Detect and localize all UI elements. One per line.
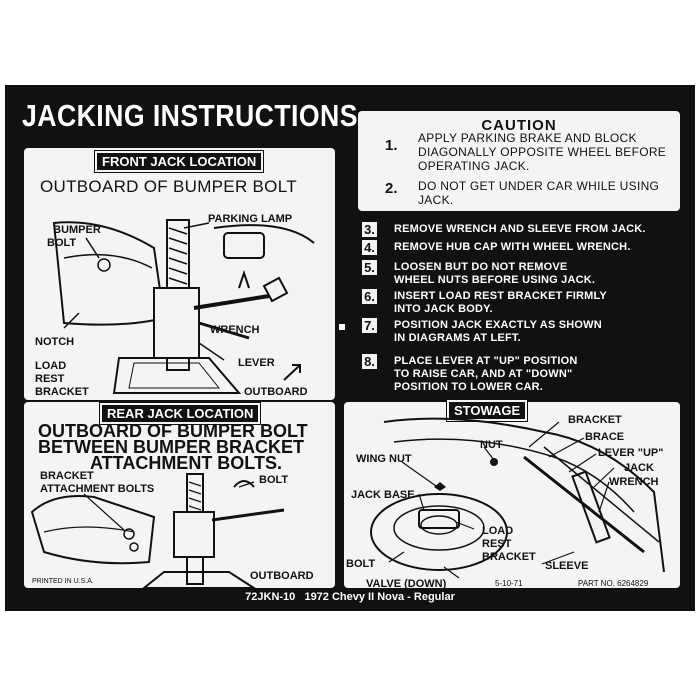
stowage-panel — [344, 402, 680, 588]
caution-text-1: APPLY PARKING BRAKE AND BLOCK DIAGONALLY… — [418, 131, 667, 173]
rear-section-label: REAR JACK LOCATION — [98, 402, 262, 425]
caution-num-1: 1. — [385, 137, 398, 154]
footer-caption: 72JKN-10 1972 Chevy II Nova - Regular — [245, 591, 455, 603]
rear-label-bolt: BOLT — [259, 474, 289, 486]
step-6-text: INSERT LOAD REST BRACKET FIRMLY INTO JAC… — [394, 290, 607, 315]
front-section-label: FRONT JACK LOCATION — [93, 150, 265, 173]
rear-heading-line-2: BETWEEN BUMPER BRACKET — [38, 437, 305, 457]
caution-panel — [358, 111, 680, 211]
page-title: JACKING INSTRUCTIONS — [22, 98, 358, 133]
stowage-label-load-rest-bracket: LOAD REST BRACKET — [482, 525, 536, 563]
step-3-number: 3. — [362, 222, 377, 237]
step-7-text: POSITION JACK EXACTLY AS SHOWN IN DIAGRA… — [394, 319, 602, 344]
rear-label-bracket-bolts: BRACKET ATTACHMENT BOLTS — [40, 470, 155, 495]
stowage-label-date: 5-10-71 — [495, 579, 523, 588]
front-heading: OUTBOARD OF BUMPER BOLT — [40, 177, 297, 196]
front-label-wrench: WRENCH — [210, 324, 260, 336]
stowage-label-brace: BRACE — [585, 431, 625, 443]
front-label-lever: LEVER — [238, 357, 275, 369]
stowage-label-wing-nut: WING NUT — [356, 453, 412, 465]
step-6-number: 6. — [362, 289, 377, 304]
step-5-text: LOOSEN BUT DO NOT REMOVE WHEEL NUTS BEFO… — [394, 261, 596, 286]
stowage-label-jack: JACK — [624, 462, 654, 474]
front-label-outboard: OUTBOARD — [244, 386, 308, 398]
front-jack-diagram — [52, 219, 315, 394]
front-label-bumper-bolt-text: BUMPER BOLT — [47, 224, 101, 249]
step-7-number: 7. — [362, 318, 377, 333]
step-4-number: 4. — [362, 240, 377, 255]
front-label-load-rest-bracket: LOAD REST BRACKET — [35, 360, 89, 398]
front-label-notch: NOTCH — [35, 336, 75, 348]
step-5-number: 5. — [362, 260, 377, 275]
rear-heading-line-3: ATTACHMENT BOLTS. — [90, 453, 282, 473]
step-8-text: PLACE LEVER AT "UP" POSITION TO RAISE CA… — [394, 355, 578, 393]
step-3: 3. REMOVE WRENCH AND SLEEVE FROM JACK. — [362, 222, 682, 256]
rear-label-printed: PRINTED IN U.S.A. — [32, 578, 94, 585]
rear-heading-line-1: OUTBOARD OF BUMPER BOLT — [38, 421, 308, 441]
stowage-label-lever-up: LEVER "UP" — [598, 447, 664, 459]
step-4-text: REMOVE HUB CAP WITH WHEEL WRENCH. — [394, 241, 631, 253]
stowage-label-nut: NUT — [480, 439, 503, 451]
step-4: 4. REMOVE HUB CAP WITH WHEEL WRENCH. — [362, 240, 682, 274]
stowage-section-label: STOWAGE — [445, 399, 529, 422]
stowage-label-sleeve: SLEEVE — [545, 560, 589, 572]
caution-heading: CAUTION — [481, 117, 557, 134]
rear-jack-diagram — [30, 473, 285, 589]
caution-num-2: 2. — [385, 180, 398, 197]
stowage-label-part-no: PART NO. 6264829 — [578, 579, 649, 588]
step-6: 6. INSERT LOAD REST BRACKET FIRMLY INTO … — [362, 289, 682, 323]
stowage-diagram — [370, 417, 665, 579]
step-7: 7. POSITION JACK EXACTLY AS SHOWN IN DIA… — [362, 318, 682, 352]
caution-box: CAUTION 1. APPLY PARKING BRAKE AND BLOCK… — [358, 111, 680, 211]
decal-marker — [339, 324, 345, 330]
stowage-label-valve-down: VALVE (DOWN) — [366, 578, 447, 590]
front-label-bumper-bolt: BUMPER BOLT — [47, 211, 101, 250]
step-8-number: 8. — [362, 354, 377, 369]
caution-text-2: DO NOT GET UNDER CAR WHILE USING JACK. — [418, 179, 660, 207]
rear-label-outboard: OUTBOARD — [250, 570, 314, 582]
step-3-text: REMOVE WRENCH AND SLEEVE FROM JACK. — [394, 223, 646, 235]
step-5: 5. LOOSEN BUT DO NOT REMOVE WHEEL NUTS B… — [362, 260, 682, 294]
front-label-parking-lamp: PARKING LAMP — [208, 213, 293, 225]
step-8: 8. PLACE LEVER AT "UP" POSITION TO RAISE… — [362, 354, 682, 393]
stowage-label-bolt: BOLT — [346, 558, 376, 570]
stowage-label-jack-base: JACK BASE — [351, 489, 415, 501]
stowage-label-bracket: BRACKET — [568, 414, 622, 426]
stowage-label-wrench: WRENCH — [609, 476, 659, 488]
